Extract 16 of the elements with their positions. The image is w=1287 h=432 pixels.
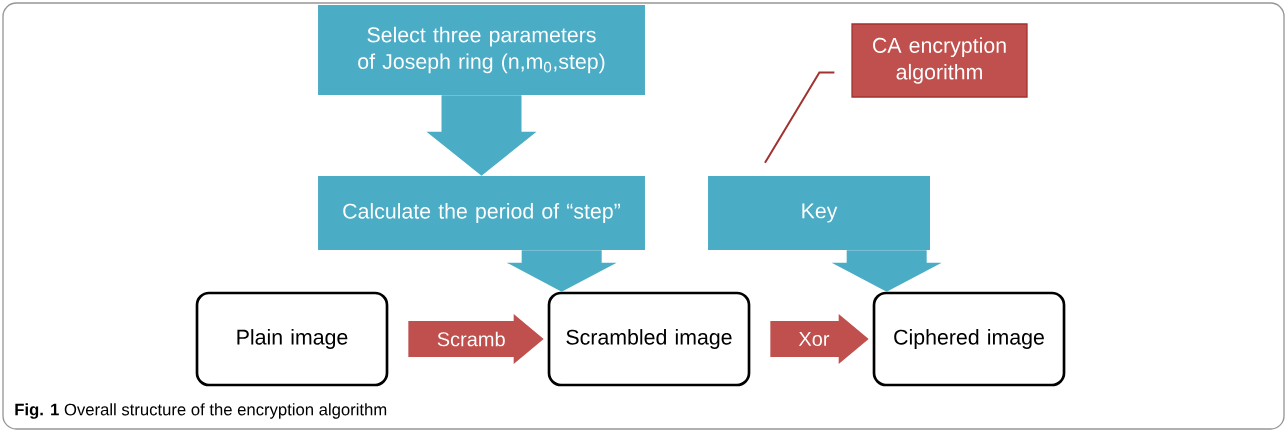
image-box: Scrambled image: [547, 291, 751, 387]
image-box: Ciphered image: [872, 291, 1066, 387]
edge-label: Scramb: [437, 331, 505, 347]
callout-box: Select three parameters of Joseph ring (n,m$_{0}$,step): [318, 5, 645, 95]
block-arrow: [506, 250, 617, 292]
block-arrow: [426, 95, 537, 176]
block-arrow: [831, 250, 942, 292]
block-arrow: [408, 314, 544, 364]
callout-box: Key: [708, 176, 930, 250]
image-box: Plain image: [195, 291, 389, 387]
block-arrow: [770, 314, 869, 364]
edge-label: Xor: [798, 332, 830, 346]
figure-caption: Fig. 1 Overall structure of the encryption algorithm: [15, 403, 387, 419]
callout-box: Calculate the period of “step”: [318, 176, 645, 250]
leader-line: [764, 71, 836, 164]
algorithm-box: CA encryption algorithm: [851, 23, 1028, 98]
